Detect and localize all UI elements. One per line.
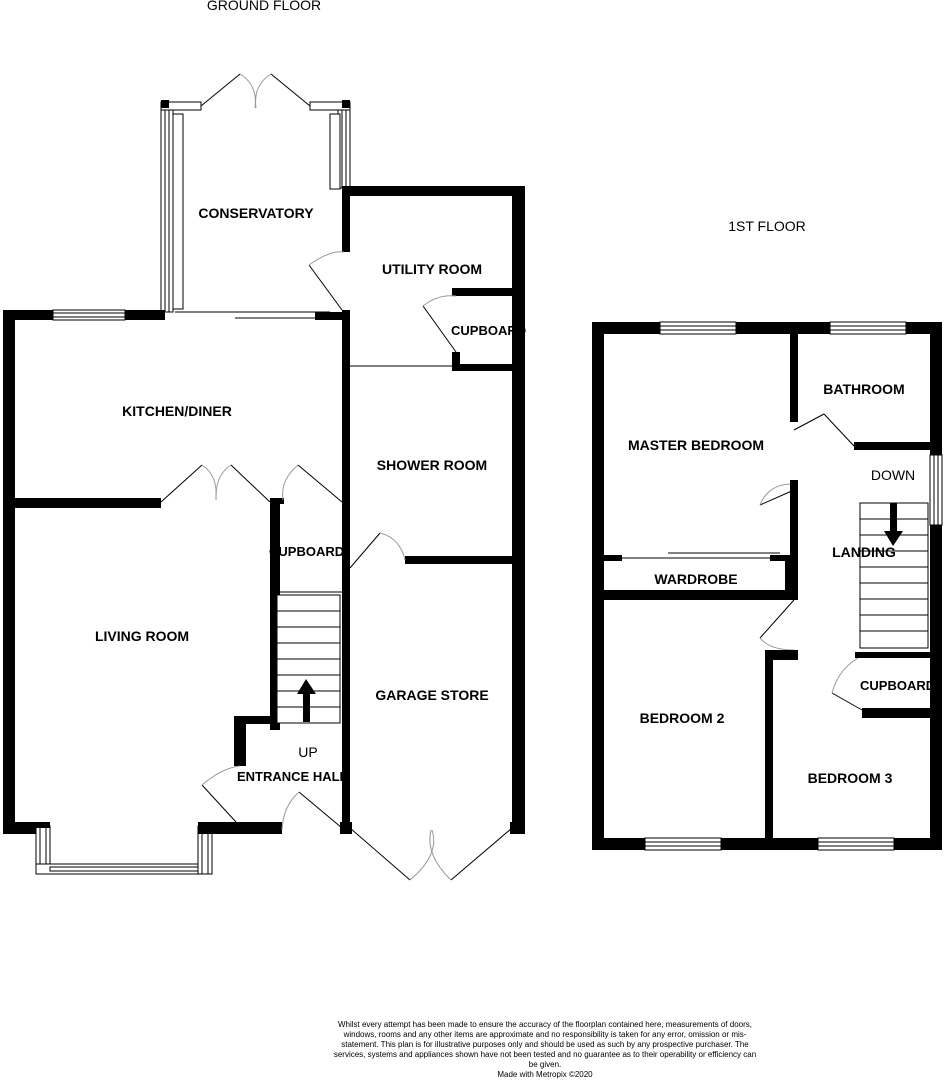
room-label-landing: LANDING bbox=[832, 544, 896, 560]
ground-stairs bbox=[276, 594, 341, 724]
utility-wall-top bbox=[342, 186, 525, 196]
room-label-entrance: ENTRANCE HALL bbox=[237, 769, 348, 784]
metropix-credit: Made with Metropix ©2020 bbox=[497, 1070, 593, 1079]
disclaimer-text: Whilst every attempt has been made to en… bbox=[333, 1020, 757, 1069]
kitchen-wall-top-left bbox=[3, 310, 53, 320]
first-floor-plan bbox=[592, 321, 943, 851]
ground-floor-plan bbox=[3, 73, 525, 881]
room-label-master: MASTER BEDROOM bbox=[628, 437, 764, 453]
room-label-garage: GARAGE STORE bbox=[375, 687, 488, 703]
room-label-cupboard-landing: CUPBOARD bbox=[860, 678, 935, 693]
room-label-conservatory: CONSERVATORY bbox=[198, 205, 314, 221]
first-floor-stairs bbox=[859, 502, 929, 649]
room-label-bedroom3: BEDROOM 3 bbox=[808, 770, 893, 786]
utility-wall-right bbox=[512, 186, 525, 371]
stairs-label-up: UP bbox=[298, 744, 317, 760]
kitchen-wall-right bbox=[342, 310, 350, 834]
room-label-bathroom: BATHROOM bbox=[823, 381, 904, 397]
conservatory-walls bbox=[160, 100, 351, 313]
room-label-kitchen: KITCHEN/DINER bbox=[122, 403, 232, 419]
room-label-living: LIVING ROOM bbox=[95, 628, 189, 644]
room-label-cupboard-stairs: CUPBOARD bbox=[269, 544, 344, 559]
room-label-wardrobe: WARDROBE bbox=[654, 571, 737, 587]
stairs-label-down: DOWN bbox=[871, 467, 915, 483]
ground-floor-title: GROUND FLOOR bbox=[207, 0, 321, 13]
kitchen-wall-left bbox=[3, 310, 15, 834]
utility-wall-left bbox=[342, 186, 350, 252]
room-label-bedroom2: BEDROOM 2 bbox=[640, 710, 725, 726]
room-label-utility: UTILITY ROOM bbox=[382, 261, 482, 277]
room-label-shower: SHOWER ROOM bbox=[377, 457, 487, 473]
conservatory-french-doors bbox=[200, 73, 311, 109]
room-label-cupboard-utility: CUPBOARD bbox=[451, 323, 526, 338]
first-floor-title: 1ST FLOOR bbox=[728, 218, 806, 234]
